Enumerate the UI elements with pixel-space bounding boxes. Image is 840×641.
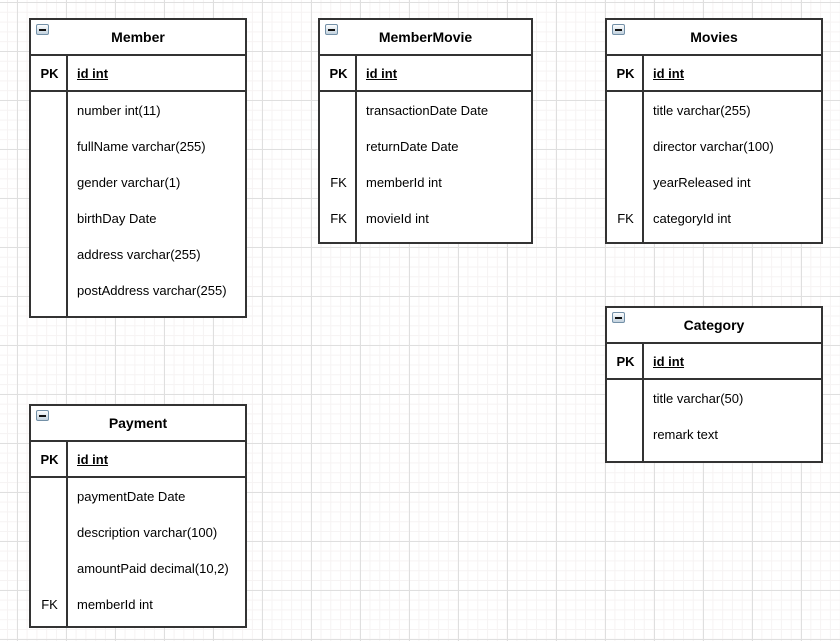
collapse-icon[interactable]	[612, 312, 625, 323]
attribute-row[interactable]: returnDate Date	[320, 128, 531, 164]
attribute-label: amountPaid decimal(10,2)	[77, 560, 229, 576]
attribute-label: transactionDate Date	[366, 102, 489, 118]
table-header: Category	[607, 308, 821, 344]
table-body: PK id int transactionDate Date returnDate D…	[320, 56, 531, 242]
attribute-row[interactable]: FK memberId int	[320, 164, 531, 200]
attribute-label: birthDay Date	[77, 210, 157, 226]
key-column-divider	[642, 344, 644, 461]
collapse-icon[interactable]	[325, 24, 338, 35]
primary-key-row[interactable]: PK id int	[320, 56, 531, 92]
key-cell: PK	[329, 65, 348, 81]
attribute-row[interactable]: postAddress varchar(255)	[31, 272, 245, 308]
attribute-label: address varchar(255)	[77, 246, 201, 262]
key-column-divider	[66, 56, 68, 316]
key-cell: PK	[40, 451, 59, 467]
attribute-label: categoryId int	[653, 210, 732, 226]
attribute-label: returnDate Date	[366, 138, 459, 154]
minus-glyph	[328, 28, 335, 31]
attribute-label: remark text	[653, 426, 719, 442]
table-header: Member	[31, 20, 245, 56]
attribute-label: description varchar(100)	[77, 524, 218, 540]
table-title: Movies	[690, 29, 738, 45]
minus-glyph	[615, 28, 622, 31]
table-title: MemberMovie	[378, 29, 473, 45]
attribute-row[interactable]: address varchar(255)	[31, 236, 245, 272]
table-title: Payment	[108, 415, 168, 431]
attribute-row[interactable]: gender varchar(1)	[31, 164, 245, 200]
primary-key-row[interactable]: PK id int	[607, 56, 821, 92]
attribute-label: number int(11)	[77, 102, 161, 118]
collapse-icon[interactable]	[36, 410, 49, 421]
attribute-row[interactable]: birthDay Date	[31, 200, 245, 236]
key-cell: FK	[330, 210, 347, 226]
attribute-row[interactable]: title varchar(255)	[607, 92, 821, 128]
attribute-row[interactable]: transactionDate Date	[320, 92, 531, 128]
table-title: Category	[683, 317, 745, 333]
attribute-label: gender varchar(1)	[77, 174, 181, 190]
minus-glyph	[39, 28, 46, 31]
primary-key-label: id int	[653, 65, 685, 81]
key-cell: FK	[330, 174, 347, 190]
table-header: Payment	[31, 406, 245, 442]
key-column-divider	[642, 56, 644, 242]
table-body: PK id int title varchar(255) director varch…	[607, 56, 821, 242]
primary-key-row[interactable]: PK id int	[31, 442, 245, 478]
attribute-label: paymentDate Date	[77, 488, 186, 504]
attribute-label: memberId int	[366, 174, 442, 190]
key-column-divider	[66, 442, 68, 626]
primary-key-row[interactable]: PK id int	[31, 56, 245, 92]
table-header: Movies	[607, 20, 821, 56]
key-cell: PK	[616, 353, 635, 369]
table-body: PK id int number int(11) fullName varchar(2…	[31, 56, 245, 316]
collapse-icon[interactable]	[36, 24, 49, 35]
attribute-row[interactable]: number int(11)	[31, 92, 245, 128]
attribute-label: yearReleased int	[653, 174, 751, 190]
attribute-row[interactable]: description varchar(100)	[31, 514, 245, 550]
attribute-label: fullName varchar(255)	[77, 138, 206, 154]
key-cell: FK	[617, 210, 634, 226]
attribute-row[interactable]: amountPaid decimal(10,2)	[31, 550, 245, 586]
attribute-row[interactable]: director varchar(100)	[607, 128, 821, 164]
key-cell: PK	[40, 65, 59, 81]
attribute-label: movieId int	[366, 210, 429, 226]
key-cell: PK	[616, 65, 635, 81]
attribute-label: memberId int	[77, 596, 153, 612]
table-body: PK id int title varchar(50) remark text	[607, 344, 821, 461]
attribute-row[interactable]: fullName varchar(255)	[31, 128, 245, 164]
table-body: PK id int paymentDate Date description varc…	[31, 442, 245, 626]
attribute-row[interactable]: title varchar(50)	[607, 380, 821, 416]
minus-glyph	[615, 316, 622, 319]
table-title: Member	[111, 29, 165, 45]
key-column-divider	[355, 56, 357, 242]
collapse-icon[interactable]	[612, 24, 625, 35]
attribute-label: title varchar(255)	[653, 102, 751, 118]
attribute-row[interactable]: remark text	[607, 416, 821, 452]
attribute-row[interactable]: FK categoryId int	[607, 200, 821, 236]
primary-key-row[interactable]: PK id int	[607, 344, 821, 380]
key-cell: FK	[41, 596, 58, 612]
attribute-row[interactable]: paymentDate Date	[31, 478, 245, 514]
primary-key-label: id int	[366, 65, 398, 81]
attribute-label: postAddress varchar(255)	[77, 282, 227, 298]
attribute-row[interactable]: FK movieId int	[320, 200, 531, 236]
attribute-label: title varchar(50)	[653, 390, 744, 406]
primary-key-label: id int	[77, 451, 109, 467]
minus-glyph	[39, 414, 46, 417]
primary-key-label: id int	[77, 65, 109, 81]
primary-key-label: id int	[653, 353, 685, 369]
attribute-label: director varchar(100)	[653, 138, 774, 154]
attribute-row[interactable]: yearReleased int	[607, 164, 821, 200]
table-header: MemberMovie	[320, 20, 531, 56]
attribute-row[interactable]: FK memberId int	[31, 586, 245, 622]
